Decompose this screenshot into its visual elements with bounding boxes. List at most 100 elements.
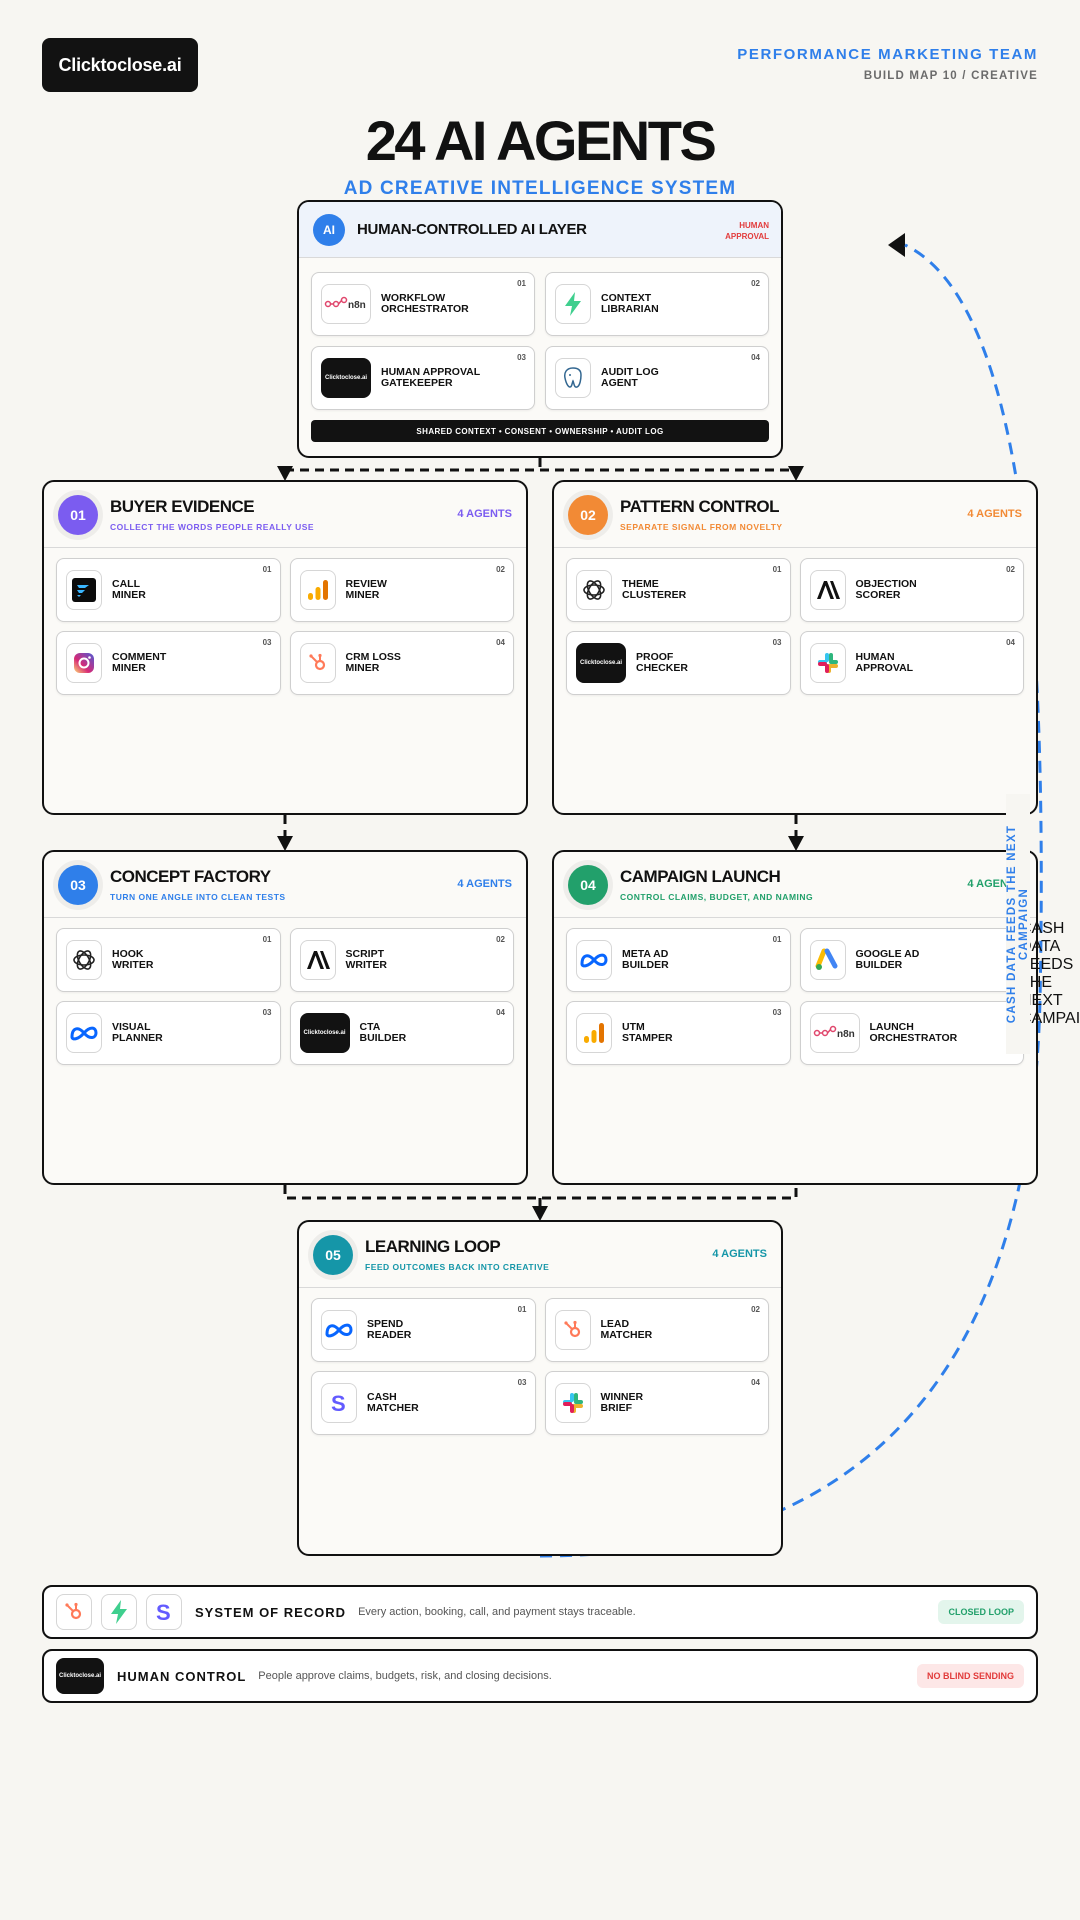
- agent-number: 01: [517, 1305, 527, 1314]
- meta-icon: [321, 1310, 357, 1350]
- arrowhead-04: [788, 836, 804, 851]
- arrowhead-02: [788, 466, 804, 481]
- page-subtitle: AD CREATIVE INTELLIGENCE SYSTEM: [343, 178, 737, 199]
- anthropic-icon: [299, 940, 336, 980]
- agent-number: 03: [262, 1008, 272, 1017]
- agent-name: PROOF CHECKER: [636, 651, 688, 674]
- system-of-record-bar: S SYSTEM OF RECORD Every action, booking…: [42, 1585, 1038, 1639]
- agent-card[interactable]: 02GOOGLE AD BUILDER: [799, 928, 1024, 992]
- bolt-icon: [555, 284, 591, 324]
- agent-number: 03: [517, 1378, 527, 1387]
- stage-title: CONCEPT FACTORY: [110, 867, 271, 886]
- openai-icon: [66, 940, 102, 980]
- stage-heading: CAMPAIGN LAUNCH CONTROL CLAIMS, BUDGET, A…: [620, 867, 813, 902]
- meta-icon: [576, 940, 612, 980]
- openai-icon: [576, 570, 612, 610]
- stage-number-badge: 01: [58, 494, 98, 535]
- agent-number: 01: [262, 935, 272, 944]
- arrowhead-05: [532, 1206, 548, 1221]
- agent-number: 01: [517, 279, 526, 288]
- agent-name: AUDIT LOG AGENT: [601, 366, 659, 389]
- agent-card[interactable]: 04n8nLAUNCH ORCHESTRATOR: [799, 1001, 1024, 1065]
- ai-layer-title: HUMAN-CONTROLLED AI LAYER: [357, 221, 587, 238]
- stage-number-badge: 04: [568, 864, 608, 905]
- ai-layer-panel: AI HUMAN-CONTROLLED AI LAYER HUMAN APPRO…: [297, 200, 783, 458]
- analytics-icon: [299, 570, 336, 610]
- agent-name: META AD BUILDER: [622, 948, 669, 971]
- agent-name: VISUAL PLANNER: [112, 1021, 163, 1044]
- gong-icon: [66, 570, 102, 610]
- agent-number: 04: [1006, 638, 1015, 647]
- stage-title: CAMPAIGN LAUNCH: [620, 867, 781, 886]
- agent-name: SCRIPT WRITER: [345, 948, 387, 971]
- agent-number: 01: [772, 935, 782, 944]
- human-icons: Clicktoclose.ai: [56, 1658, 113, 1694]
- analytics-icon: [576, 1013, 612, 1053]
- stage-number-badge: 03: [58, 864, 98, 905]
- svg-text:n8n: n8n: [837, 1029, 855, 1040]
- build-map-label: BUILD MAP 10 / CREATIVE: [863, 70, 1038, 82]
- agent-name: CRM LOSS MINER: [345, 651, 401, 674]
- agent-number: 03: [262, 638, 272, 647]
- meta-icon: [66, 1013, 102, 1053]
- agent-name: REVIEW MINER: [345, 578, 387, 601]
- stage-number-badge: 05: [313, 1234, 353, 1275]
- n8n-icon: n8n: [321, 284, 371, 324]
- agent-number: 02: [751, 279, 760, 288]
- stage-subtitle: CONTROL CLAIMS, BUDGET, AND NAMING: [620, 892, 814, 902]
- agent-name: CALL MINER: [112, 578, 146, 601]
- clicktoclose-icon: Clicktoclose.ai: [576, 643, 626, 683]
- stage-subtitle: FEED OUTCOMES BACK INTO CREATIVE: [365, 1262, 550, 1272]
- stage-agent-count: 4 AGENTS: [712, 1248, 767, 1260]
- shared-context-bar: SHARED CONTEXT • CONSENT • OWNERSHIP • A…: [311, 420, 769, 442]
- agent-card[interactable]: 01 n8n WORKFLOW ORCHESTRATOR: [311, 272, 535, 336]
- stage-heading: LEARNING LOOP FEED OUTCOMES BACK INTO CRE…: [365, 1237, 549, 1272]
- agent-name: WORKFLOW ORCHESTRATOR: [381, 292, 469, 315]
- stage-agent-count: 4 AGENTS: [967, 508, 1022, 520]
- instagram-icon: [66, 643, 102, 683]
- stage-agent-count: 4 AGENTS: [457, 508, 512, 520]
- record-description: Every action, booking, call, and payment…: [358, 1606, 636, 1618]
- brand-logo[interactable]: Clicktoclose.ai: [42, 38, 198, 92]
- agent-name: OBJECTION SCORER: [855, 578, 917, 601]
- loop-label-text: CASH DATA FEEDS THE NEXT CAMPAIGN: [1006, 794, 1030, 1054]
- agent-number: 01: [772, 565, 782, 574]
- arrowhead-loop: [888, 233, 905, 257]
- agent-number: 04: [751, 1378, 760, 1387]
- agent-number: 04: [496, 638, 505, 647]
- agent-number: 03: [517, 353, 526, 362]
- stage-title: LEARNING LOOP: [365, 1237, 501, 1256]
- bolt-icon: [101, 1594, 137, 1630]
- arrowhead-01: [277, 466, 293, 481]
- record-title: SYSTEM OF RECORD: [195, 1604, 347, 1620]
- svg-text:n8n: n8n: [348, 300, 366, 311]
- connector-stages-to-05: [283, 1185, 798, 1208]
